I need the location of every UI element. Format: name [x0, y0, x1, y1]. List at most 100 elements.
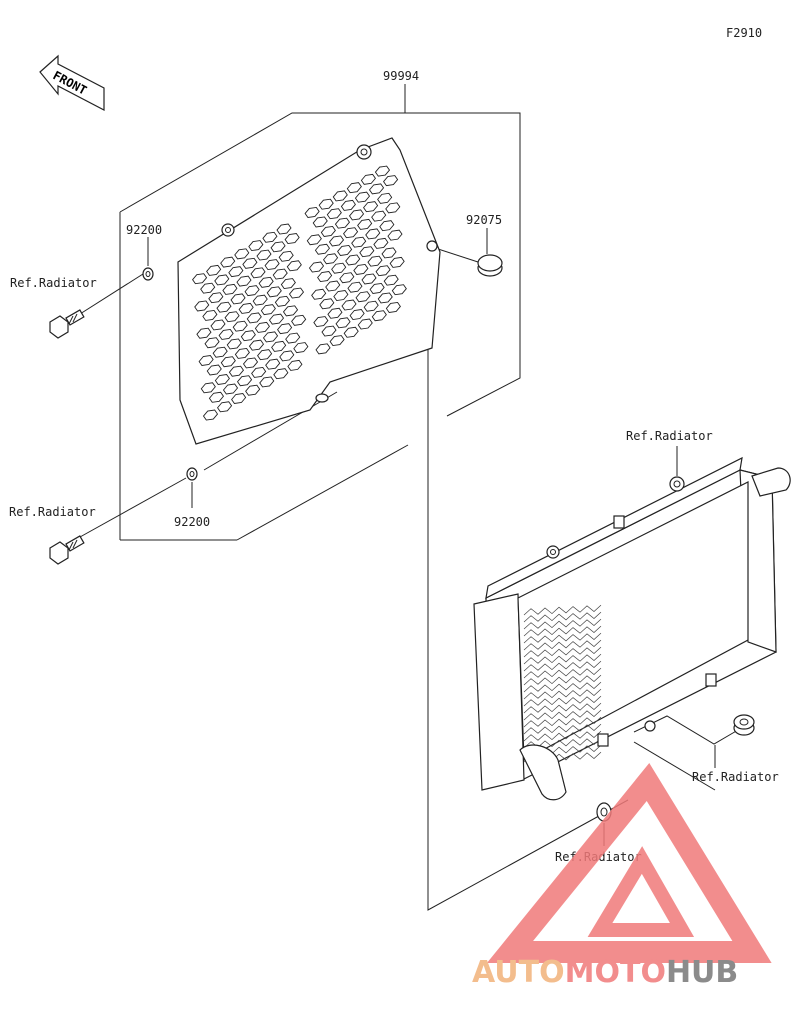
- mesh-cell: [206, 264, 222, 276]
- mesh-cell: [238, 302, 254, 314]
- mesh-cell: [273, 368, 289, 380]
- ref-bolt-upper: Ref.Radiator: [10, 276, 97, 290]
- mesh-cell: [220, 356, 236, 368]
- mesh-cell: [369, 282, 385, 294]
- mesh-cell: [326, 208, 342, 220]
- triangle-logo-icon: [486, 762, 772, 963]
- watermark-part2: MOTO: [565, 955, 666, 990]
- mesh-cell: [359, 246, 375, 258]
- mesh-cell: [246, 312, 262, 324]
- mesh-cell: [361, 273, 377, 285]
- bolt-lower[interactable]: [49, 535, 85, 565]
- mesh-cell: [252, 294, 268, 306]
- grommet-right[interactable]: [733, 714, 755, 736]
- mesh-cell: [320, 225, 336, 237]
- mesh-cell: [231, 393, 247, 404]
- mesh-cell: [208, 292, 224, 304]
- mesh-cell: [202, 309, 218, 321]
- ref-radiator-top: Ref.Radiator: [626, 429, 713, 443]
- mesh-cell: [306, 234, 322, 246]
- mesh-cell: [379, 220, 395, 232]
- mesh-cell: [200, 382, 216, 394]
- mesh-cell: [214, 274, 230, 286]
- fin-line: [523, 639, 602, 651]
- mesh-cell: [383, 175, 399, 187]
- mesh-cell: [368, 183, 385, 195]
- mesh-cell: [354, 191, 371, 203]
- mesh-cell: [319, 298, 335, 310]
- washer-lower[interactable]: [186, 467, 198, 481]
- mesh-cell: [318, 198, 334, 210]
- mesh-cell: [322, 253, 339, 265]
- mesh-cell: [228, 266, 244, 278]
- mesh-cell: [198, 355, 214, 366]
- mesh-cell: [259, 376, 275, 388]
- mesh-cell: [317, 271, 333, 283]
- mesh-cell: [371, 310, 387, 322]
- mesh-cell: [349, 309, 365, 320]
- mesh-cell: [377, 192, 393, 204]
- mesh-cell: [234, 347, 250, 359]
- mesh-cell: [348, 209, 365, 221]
- mesh-cell: [224, 311, 240, 323]
- mesh-cell: [262, 331, 279, 343]
- mesh-cell: [328, 235, 345, 247]
- mesh-cell: [206, 364, 222, 376]
- mesh-cell: [343, 326, 359, 338]
- mesh-cell: [391, 284, 407, 296]
- mesh-cell: [204, 337, 220, 349]
- mesh-cell: [236, 275, 252, 287]
- fin-line: [523, 625, 602, 637]
- fin-line: [523, 660, 602, 672]
- bolt-upper[interactable]: [49, 309, 85, 339]
- mesh-cell: [335, 317, 351, 329]
- mesh-cell: [288, 287, 305, 299]
- svg-text:AUTOMOTOHUB: AUTOMOTOHUB: [472, 955, 738, 990]
- part-number-cap: 92075: [466, 213, 502, 227]
- mesh-cell: [351, 236, 367, 248]
- mesh-cell: [220, 256, 236, 268]
- watermark-part3: HUB: [666, 955, 738, 990]
- mesh-cell: [284, 233, 300, 245]
- fin-line: [523, 688, 602, 700]
- fin-line: [523, 709, 602, 721]
- mesh-cell: [363, 300, 379, 312]
- mesh-cell: [312, 216, 328, 228]
- mesh-cell: [314, 243, 331, 255]
- mesh-cell: [237, 375, 253, 387]
- mesh-cell: [272, 268, 288, 280]
- mesh-cell: [244, 285, 260, 297]
- mesh-cell: [270, 241, 286, 253]
- mesh-cell: [315, 343, 331, 355]
- mesh-cell: [210, 319, 226, 331]
- mesh-cell: [332, 190, 348, 202]
- fin-line: [523, 695, 602, 707]
- mesh-cell: [216, 401, 233, 413]
- mesh-cell: [377, 292, 393, 304]
- mesh-cell: [373, 237, 389, 249]
- mesh-cell: [264, 259, 280, 271]
- mesh-cell: [345, 254, 361, 266]
- washer-upper[interactable]: [142, 267, 154, 281]
- mesh-cell: [293, 342, 309, 354]
- mesh-cell: [291, 314, 307, 326]
- mesh-cell: [260, 304, 276, 316]
- part-number-washer-upper: 92200: [126, 223, 162, 237]
- mesh-cell: [308, 261, 325, 273]
- mesh-cell: [375, 265, 391, 277]
- mesh-cell: [387, 229, 403, 241]
- mesh-cell: [287, 359, 303, 371]
- mesh-cell: [277, 323, 293, 335]
- radiator-guard[interactable]: [177, 137, 441, 445]
- mesh-cell: [334, 217, 351, 229]
- mesh-cell: [286, 260, 302, 272]
- mesh-cell: [226, 338, 242, 350]
- mesh-cell: [343, 227, 359, 239]
- mesh-cell: [268, 313, 285, 325]
- mesh-cell: [222, 383, 239, 395]
- mesh-cell: [333, 290, 349, 301]
- mesh-cell: [262, 231, 278, 243]
- fin-line: [523, 716, 602, 728]
- cap-92075[interactable]: [477, 254, 503, 277]
- mesh-cell: [304, 206, 320, 218]
